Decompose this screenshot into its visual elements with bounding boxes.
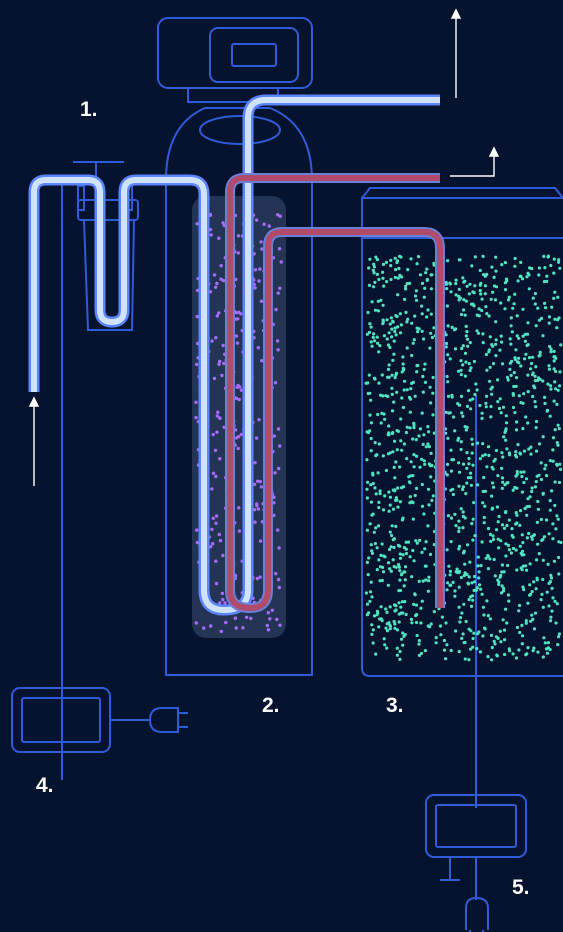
power-plug-icon (465, 896, 489, 932)
resin-tank-icon (165, 107, 313, 676)
brine-pipe (225, 173, 445, 613)
power-plug-icon (148, 707, 188, 733)
controller-box-icon (11, 687, 150, 753)
label-controller-left: 4. (36, 774, 54, 797)
resin-column (192, 196, 286, 638)
label-control-valve: 1. (80, 98, 98, 121)
label-brine-tank: 3. (386, 694, 404, 717)
brine-beads (364, 254, 563, 662)
control-valve-head-icon (157, 17, 313, 103)
label-resin-tank: 2. (262, 694, 280, 717)
label-controller-bottom: 5. (512, 876, 530, 899)
brine-tank-icon (361, 187, 563, 677)
outlet-arrow-icon (28, 8, 500, 486)
controller-box-icon (425, 794, 527, 900)
